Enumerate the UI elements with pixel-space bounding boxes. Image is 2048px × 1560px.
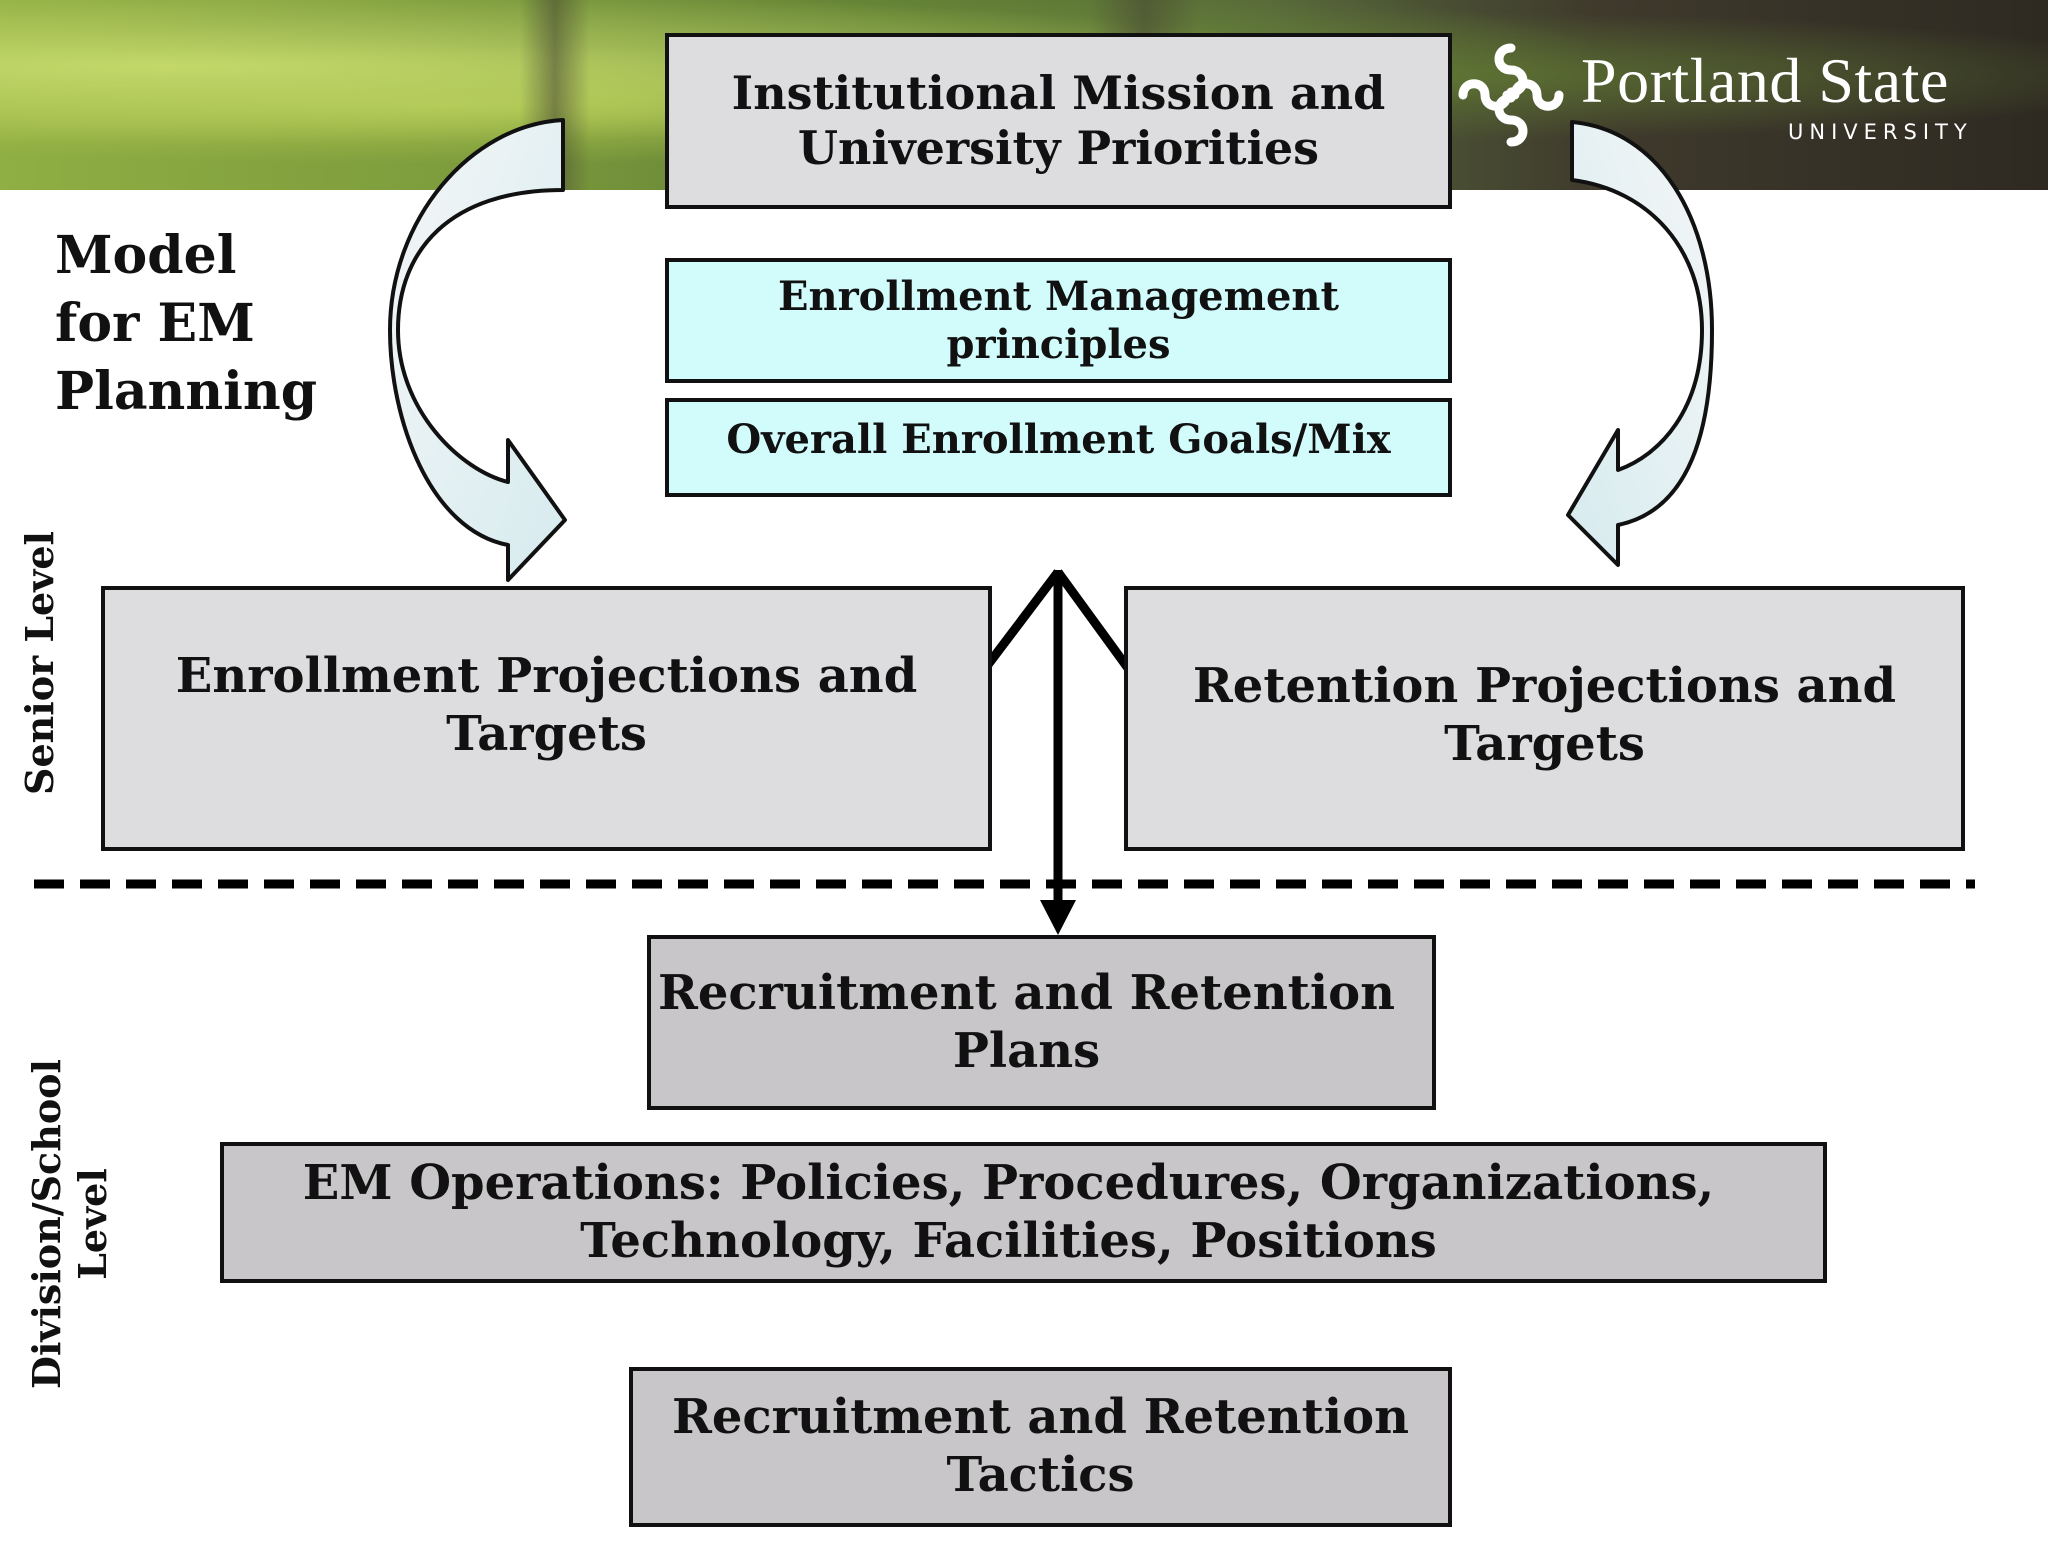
box-text: Plans bbox=[952, 1022, 1101, 1079]
box-text: Recruitment and Retention bbox=[658, 964, 1395, 1021]
box-text: Recruitment and Retention bbox=[672, 1389, 1409, 1446]
box-text: Technology, Facilities, Positions bbox=[580, 1212, 1437, 1269]
recruitment-tactics-box: Recruitment and Retention Tactics bbox=[629, 1367, 1452, 1527]
box-text: Tactics bbox=[946, 1447, 1135, 1503]
mission-box: Institutional Mission and University Pri… bbox=[665, 33, 1452, 209]
title-line: Planning bbox=[55, 361, 318, 422]
curved-arrow-right-icon bbox=[1566, 120, 1714, 567]
box-text: EM Operations: Policies, Procedures, Org… bbox=[302, 1154, 1715, 1211]
box-text: Enrollment Management principles bbox=[778, 272, 1339, 368]
box-text: Institutional Mission and bbox=[731, 65, 1386, 120]
diagram-title: Model for EM Planning bbox=[55, 222, 317, 426]
enrollment-projections-box: Enrollment Projections and Targets bbox=[101, 586, 992, 851]
box-text: Retention Projections and bbox=[1192, 658, 1897, 714]
university-logo: Portland State UNIVERSITY bbox=[1455, 40, 2015, 150]
em-operations-box: EM Operations: Policies, Procedures, Org… bbox=[220, 1142, 1827, 1283]
recruitment-plans-box: Recruitment and Retention Plans bbox=[647, 935, 1436, 1110]
down-arrowhead-icon bbox=[1040, 900, 1076, 935]
goals-box: Overall Enrollment Goals/Mix bbox=[665, 398, 1452, 497]
title-line: for EM bbox=[55, 293, 255, 354]
retention-projections-box: Retention Projections and Targets bbox=[1124, 586, 1965, 851]
box-text: Overall Enrollment Goals/Mix bbox=[726, 416, 1391, 463]
box-text: University Priorities bbox=[797, 121, 1320, 175]
title-line: Model bbox=[55, 225, 237, 286]
principles-box: Enrollment Management principles bbox=[665, 258, 1452, 383]
box-text: Enrollment Projections and bbox=[175, 648, 918, 704]
logo-subtitle: UNIVERSITY bbox=[1788, 120, 1973, 144]
logo-name: Portland State bbox=[1581, 45, 1949, 116]
box-text: Targets bbox=[1444, 715, 1645, 772]
psu-logo-icon bbox=[1458, 43, 1564, 147]
curved-arrow-left-icon bbox=[388, 118, 567, 582]
box-text: Targets bbox=[446, 705, 647, 762]
